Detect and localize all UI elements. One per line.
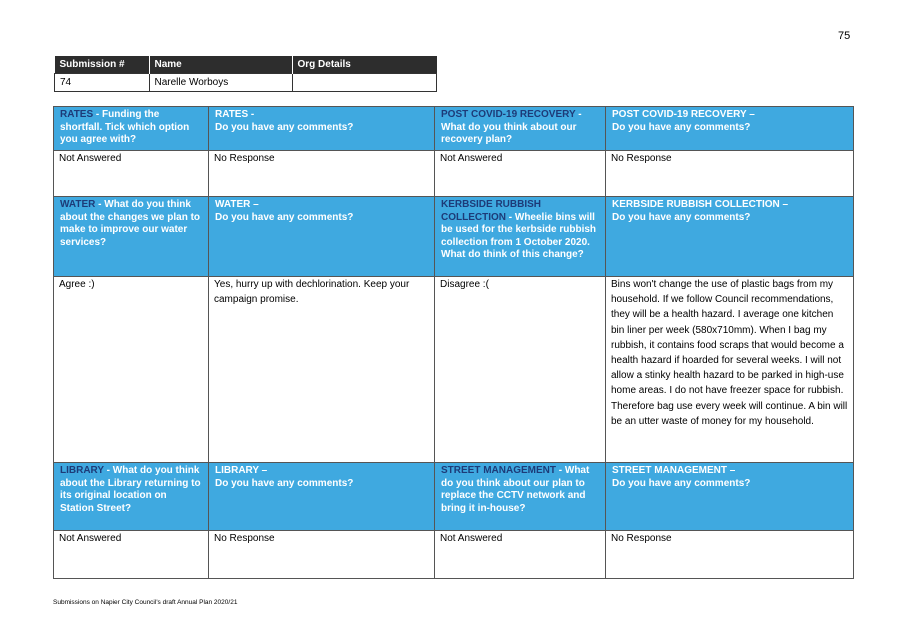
question-header-cell: POST COVID-19 RECOVERY - What do you thi… [434,106,606,151]
question-header-row: LIBRARY - What do you think about the Li… [53,462,854,531]
question-header-cell: WATER - What do you think about the chan… [53,196,209,277]
question-text: LIBRARY – Do you have any comments? [215,465,354,489]
question-text: - What do you think about our recovery p… [441,109,582,145]
question-header-cell: POST COVID-19 RECOVERY – Do you have any… [605,106,854,151]
question-topic: WATER [60,199,96,210]
answer-cell: Not Answered [434,150,606,197]
submission-number-value: 74 [54,73,150,92]
question-text: - Wheelie bins will be used for the kerb… [441,211,597,261]
answer-cell: No Response [208,530,435,579]
question-text: RATES - Do you have any comments? [215,109,354,133]
answer-cell: No Response [208,150,435,197]
answer-cell: Agree :) [53,276,209,463]
question-header-cell: KERBSIDE RUBBISH COLLECTION – Do you hav… [605,196,854,277]
question-topic: RATES [60,109,94,120]
answer-cell: No Response [605,150,854,197]
question-header-cell: KERBSIDE RUBBISH COLLECTION - Wheelie bi… [434,196,606,277]
question-text: - What do you think about the Library re… [60,465,201,514]
question-text: POST COVID-19 RECOVERY – Do you have any… [612,109,755,133]
question-topic: LIBRARY [60,465,104,476]
question-header-cell: WATER – Do you have any comments? [208,196,435,277]
question-text: - Funding the shortfall. Tick which opti… [60,109,190,145]
question-text: WATER – Do you have any comments? [215,199,354,223]
answer-cell: Disagree :( [434,276,606,463]
footer-text: Submissions on Napier City Council's dra… [53,599,238,606]
question-header-cell: LIBRARY – Do you have any comments? [208,462,435,531]
question-text: - What do you think about the changes we… [60,199,201,248]
answer-cell: Not Answered [53,530,209,579]
question-text: - What do you think about our plan to re… [441,465,590,514]
question-topic: STREET MANAGEMENT [441,465,556,476]
answer-cell: Yes, hurry up with dechlorination. Keep … [208,276,435,463]
question-header-cell: RATES - Do you have any comments? [208,106,435,151]
question-header-cell: STREET MANAGEMENT - What do you think ab… [434,462,606,531]
org-details-value [291,73,437,92]
question-topic: KERBSIDE RUBBISH COLLECTION [441,199,542,223]
answer-cell: Not Answered [53,150,209,197]
question-header-cell: RATES - Funding the shortfall. Tick whic… [53,106,209,151]
question-text: STREET MANAGEMENT – Do you have any comm… [612,465,751,489]
page-number: 75 [838,30,851,42]
name-value: Narelle Worboys [148,73,293,92]
question-header-row: RATES - Funding the shortfall. Tick whic… [53,106,854,151]
answer-cell: Bins won't change the use of plastic bag… [605,276,854,463]
org-details-header: Org Details [292,56,437,74]
question-header-row: WATER - What do you think about the chan… [53,196,854,277]
answer-cell: No Response [605,530,854,579]
question-header-cell: STREET MANAGEMENT – Do you have any comm… [605,462,854,531]
answer-row: Agree :)Yes, hurry up with dechlorinatio… [53,276,854,463]
submission-number-header: Submission # [54,56,150,74]
question-topic: POST COVID-19 RECOVERY [441,109,576,120]
question-text: KERBSIDE RUBBISH COLLECTION – Do you hav… [612,199,789,223]
answer-cell: Not Answered [434,530,606,579]
question-header-cell: LIBRARY - What do you think about the Li… [53,462,209,531]
name-header: Name [149,56,293,74]
submission-table: Submission # Name Org Details 74 Narelle… [54,56,437,92]
responses-table: RATES - Funding the shortfall. Tick whic… [53,106,854,579]
